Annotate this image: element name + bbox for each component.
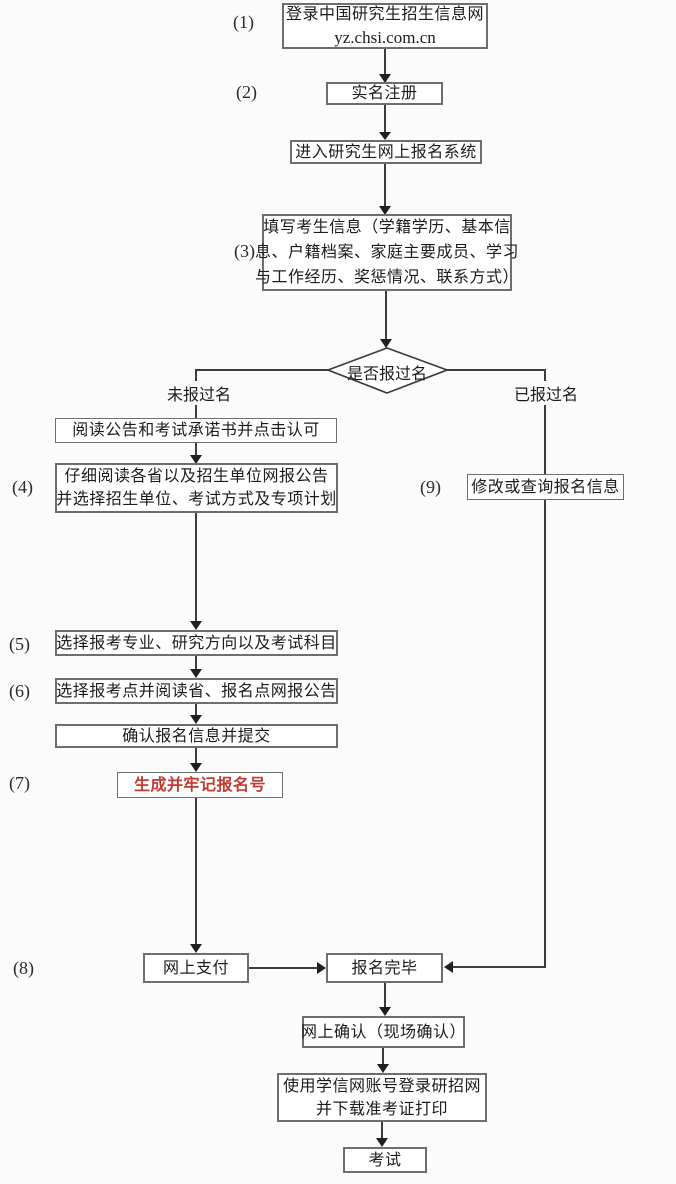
arrow-down-icon xyxy=(379,132,391,140)
node-modify-query-label: 修改或查询报名信息 xyxy=(471,478,620,496)
arrow-down-icon xyxy=(377,1064,389,1073)
arrow-down-icon xyxy=(379,206,391,215)
node-choose-site-label: 选择报考点并阅读省、报名点网报公告 xyxy=(56,682,337,700)
decision-label: 是否报过名 xyxy=(346,366,427,383)
arrow-down-icon xyxy=(379,74,391,83)
node-complete-label: 报名完毕 xyxy=(351,959,418,977)
step-number-6: (6) xyxy=(9,681,30,701)
node-confirm-submit: 确认报名信息并提交 xyxy=(55,724,338,748)
step-number-5: (5) xyxy=(9,634,30,654)
node-complete: 报名完毕 xyxy=(326,953,443,983)
step-number-8: (8) xyxy=(13,958,34,978)
node-download-ticket: 使用学信网账号登录研招网 并下载准考证打印 xyxy=(277,1073,487,1122)
node-exam-label: 考试 xyxy=(368,1151,402,1169)
node-fill-info: 填写考生信息（学籍学历、基本信 息、户籍档案、家庭主要成员、学习 与工作经历、奖… xyxy=(255,214,519,291)
node-pay-online-label: 网上支付 xyxy=(162,959,229,977)
arrow-left-icon xyxy=(444,961,453,973)
node-choose-major: 选择报考专业、研究方向以及考试科目 xyxy=(55,630,338,656)
node-register-label: 实名注册 xyxy=(351,85,418,102)
node-login-url: yz.chsi.com.cn xyxy=(334,28,436,47)
arrow-right-icon xyxy=(317,962,326,974)
arrow-down-icon xyxy=(376,1138,388,1147)
node-modify-query: 修改或查询报名信息 xyxy=(467,474,624,500)
node-choose-site: 选择报考点并阅读省、报名点网报公告 xyxy=(55,678,338,704)
connector-branch-yes xyxy=(447,369,546,968)
arrow-down-icon xyxy=(379,1007,391,1016)
node-read-bulletin: 仔细阅读各省以及招生单位网报公告 并选择招生单位、考试方式及专项计划 xyxy=(55,463,338,513)
node-download-ticket-line2: 并下载准考证打印 xyxy=(315,1100,448,1118)
arrow-down-icon xyxy=(190,669,202,678)
node-read-notice-label: 阅读公告和考试承诺书并点击认可 xyxy=(72,422,320,439)
node-read-bulletin-line2: 并选择招生单位、考试方式及专项计划 xyxy=(56,491,337,508)
step-number-2: (2) xyxy=(236,82,257,102)
step-number-3: (3) xyxy=(234,241,255,261)
step-number-1: (1) xyxy=(233,12,254,32)
decision-diamond xyxy=(325,347,450,394)
step-number-4: (4) xyxy=(12,477,33,497)
node-confirm-online-label: 网上确认（现场确认） xyxy=(301,1023,467,1041)
node-fill-info-line3: 与工作经历、奖惩情况、联系方式） xyxy=(255,269,520,286)
node-read-bulletin-line1: 仔细阅读各省以及招生单位网报公告 xyxy=(64,468,329,485)
branch-label-yes: 已报过名 xyxy=(512,381,581,405)
arrow-down-icon xyxy=(190,944,202,953)
node-read-notice: 阅读公告和考试承诺书并点击认可 xyxy=(55,418,337,443)
node-confirm-submit-label: 确认报名信息并提交 xyxy=(122,727,271,745)
arrow-down-icon xyxy=(190,455,202,464)
node-pay-online: 网上支付 xyxy=(143,953,249,983)
node-login: 登录中国研究生招生信息网 yz.chsi.com.cn xyxy=(282,3,488,49)
branch-label-no: 未报过名 xyxy=(165,381,234,405)
node-confirm-online: 网上确认（现场确认） xyxy=(301,1016,467,1048)
node-enter-system-label: 进入研究生网上报名系统 xyxy=(295,143,477,161)
arrow-down-icon xyxy=(190,763,202,772)
node-register: 实名注册 xyxy=(326,82,443,105)
node-choose-major-label: 选择报考专业、研究方向以及考试科目 xyxy=(56,634,337,652)
node-fill-info-line1: 填写考生信息（学籍学历、基本信 xyxy=(263,219,511,236)
node-download-ticket-line1: 使用学信网账号登录研招网 xyxy=(282,1077,481,1095)
node-generate-number-label: 生成并牢记报名号 xyxy=(133,776,266,794)
node-generate-number: 生成并牢记报名号 xyxy=(117,772,283,798)
node-enter-system: 进入研究生网上报名系统 xyxy=(290,140,482,164)
step-number-7: (7) xyxy=(9,773,30,793)
node-fill-info-line2: 息、户籍档案、家庭主要成员、学习 xyxy=(255,244,520,261)
step-number-9: (9) xyxy=(420,477,441,497)
arrow-down-icon xyxy=(190,715,202,724)
arrow-down-icon xyxy=(190,621,202,630)
node-login-line1: 登录中国研究生招生信息网 xyxy=(285,6,484,23)
node-exam: 考试 xyxy=(343,1147,427,1173)
arrow-down-icon xyxy=(380,339,392,348)
